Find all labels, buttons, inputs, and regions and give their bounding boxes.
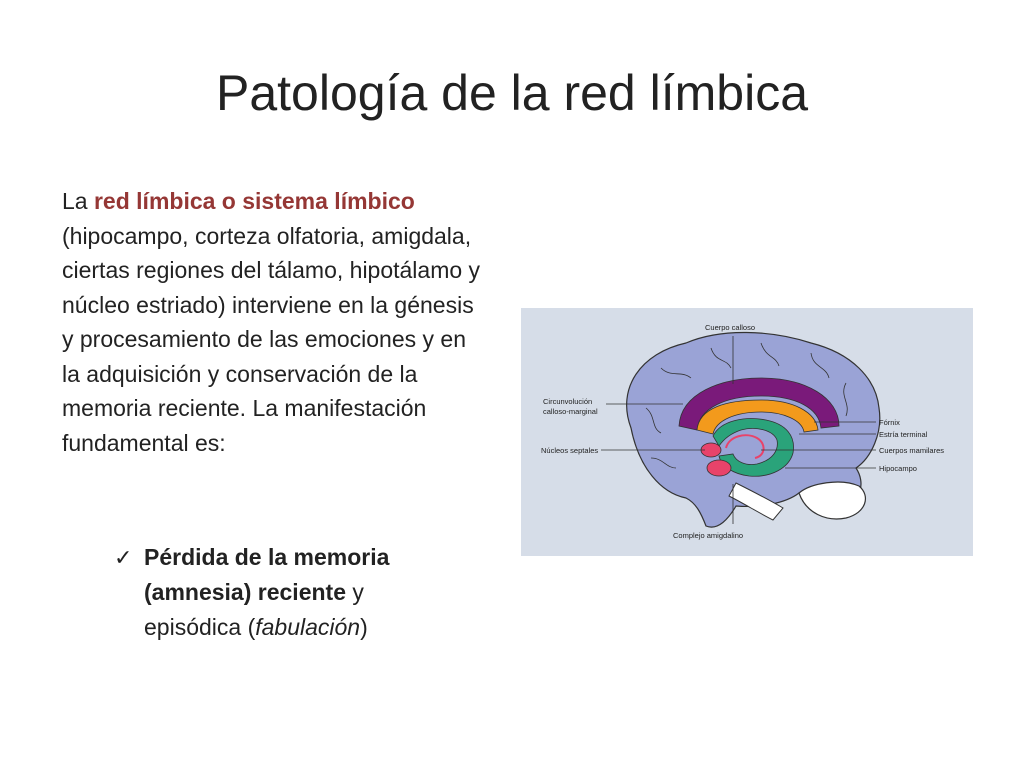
label-fornix: Fórnix (879, 418, 900, 427)
amygdala-shape (706, 459, 732, 477)
bullet-italic: fabulación (255, 614, 361, 640)
bullet-mid: y episódica ( (144, 579, 364, 640)
leader-lines (601, 336, 876, 524)
bullet-item: ✓ Pérdida de la memoria (amnesia) recien… (114, 540, 444, 645)
slide-title: Patología de la red límbica (215, 65, 809, 121)
label-cuerpo-calloso: Cuerpo calloso (705, 323, 755, 332)
label-estria-terminal: Estría terminal (879, 430, 928, 439)
hippocampus-shape (712, 418, 794, 477)
intro-paragraph: La red límbica o sistema límbico (hipoca… (62, 184, 482, 460)
label-circunvolucion-2: calloso-marginal (543, 407, 598, 416)
checkmark-icon: ✓ (114, 545, 133, 570)
gyri-lines (645, 342, 848, 469)
fornix-shape (696, 399, 819, 435)
limbic-system-figure: Cuerpo calloso Circunvolución calloso-ma… (521, 308, 973, 556)
label-cuerpos-mamilares: Cuerpos mamilares (879, 446, 944, 455)
label-nucleos-septales: Núcleos septales (541, 446, 598, 455)
bullet-text: Pérdida de la memoria (amnesia) reciente… (144, 540, 444, 645)
intro-highlight: red límbica o sistema límbico (93, 188, 415, 214)
cerebellum-shape (798, 481, 867, 520)
bullet-bold: Pérdida de la memoria (amnesia) reciente (144, 544, 390, 605)
label-hipocampo: Hipocampo (879, 464, 917, 473)
cingulate-gyrus-shape (678, 377, 840, 431)
intro-lead: La (62, 188, 94, 214)
intro-rest: (hipocampo, corteza olfatoria, amigdala,… (62, 222, 481, 456)
brainstem-shape (728, 482, 784, 521)
label-complejo-amigdalino: Complejo amigdalino (673, 531, 743, 540)
mammillary-curl (725, 434, 765, 459)
brain-diagram: Cuerpo calloso Circunvolución calloso-ma… (541, 323, 944, 540)
label-circunvolucion-1: Circunvolución (543, 397, 592, 406)
bullet-end: ) (360, 614, 368, 640)
